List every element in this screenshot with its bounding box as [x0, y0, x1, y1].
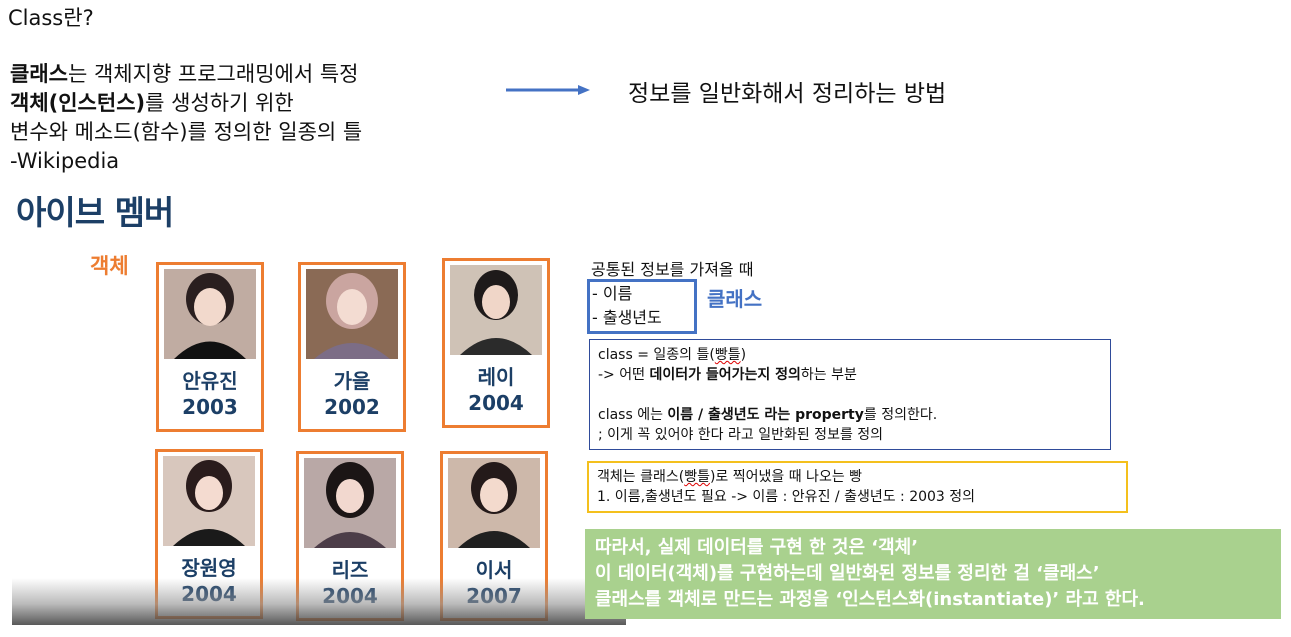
- def-line1: 는 객체지향 프로그래밍에서 특정: [67, 62, 359, 86]
- member-card: 가을 2002: [298, 262, 406, 432]
- class-properties-box: - 이름 - 출생년도: [587, 279, 697, 334]
- class-label: 클래스: [707, 287, 763, 311]
- box1-text: class 에는: [598, 407, 668, 423]
- class-item-name: - 이름: [592, 284, 633, 303]
- box2-text: )로 찍어냈을 때 나오는 빵: [709, 469, 863, 485]
- member-name: 레이: [477, 365, 515, 389]
- member-name: 장원영: [181, 556, 237, 580]
- bottom-shade: [12, 578, 626, 625]
- box1-text: -> 어떤: [598, 367, 650, 383]
- conclusion-line: 이 데이터(객체)를 구현하는데 일반화된 정보를 정리한 걸 ‘클래스’: [595, 563, 1100, 584]
- member-name: 가을: [333, 369, 371, 393]
- arrow-right-icon: [506, 85, 590, 95]
- common-info-text: 공통된 정보를 가져올 때: [591, 260, 754, 279]
- box1-text: 를 정의한다.: [863, 407, 938, 423]
- conclusion-line: 클래스를 객체로 만드는 과정을 ‘인스턴스화(instantiate)’ 라고…: [595, 589, 1145, 610]
- object-label: 객체: [90, 254, 129, 278]
- def-line3: 변수와 메소드(함수)를 정의한 일종의 틀: [10, 120, 363, 144]
- member-photo: [163, 456, 255, 546]
- box1-text: ; 이게 꼭 있어야 한다 라고 일반화된 정보를 정의: [598, 427, 884, 443]
- box2-text: 빵틀: [684, 469, 710, 485]
- slide-title: Class란?: [8, 6, 94, 30]
- def-line2: 를 생성하기 위한: [145, 91, 294, 115]
- member-photo: [448, 458, 540, 548]
- summary-text: 정보를 일반화해서 정리하는 방법: [628, 81, 947, 107]
- member-photo: [164, 269, 256, 359]
- members-title: 아이브 멤버: [16, 193, 174, 232]
- conclusion-box: 따라서, 실제 데이터를 구현 한 것은 ‘객체’ 이 데이터(객체)를 구현하…: [585, 529, 1281, 619]
- member-photo: [306, 269, 398, 359]
- member-year: 2003: [182, 395, 238, 419]
- box1-bold: 이름 / 출생년도 라는 property: [667, 407, 864, 423]
- member-name: 안유진: [182, 369, 238, 393]
- object-explanation-box: 객체는 클래스(빵틀)로 찍어냈을 때 나오는 빵 1. 이름,출생년도 필요 …: [587, 461, 1128, 513]
- box1-text: 하는 부분: [800, 367, 857, 383]
- box2-text: 1. 이름,출생년도 필요 -> 이름 : 안유진 / 출생년도 : 2003 …: [597, 489, 976, 505]
- class-definition: 클래스는 객체지향 프로그래밍에서 특정 객체(인스턴스)를 생성하기 위한 변…: [10, 60, 362, 176]
- def-bold-object: 객체(인스턴스): [10, 91, 146, 115]
- def-source: -Wikipedia: [10, 149, 120, 173]
- box1-text: class = 일종의 틀(: [598, 347, 715, 363]
- member-year: 2004: [468, 391, 524, 415]
- member-year: 2002: [324, 395, 380, 419]
- box1-bold: 데이터가 들어가는지 정의: [649, 367, 801, 383]
- member-photo: [450, 265, 542, 355]
- box1-text: 빵틀: [714, 347, 741, 363]
- conclusion-line: 따라서, 실제 데이터를 구현 한 것은 ‘객체’: [595, 537, 919, 558]
- class-item-birthyear: - 출생년도: [592, 308, 662, 327]
- member-photo: [304, 458, 396, 548]
- box2-text: 객체는 클래스(: [597, 469, 685, 485]
- box1-text: ): [740, 347, 747, 363]
- member-card: 레이 2004: [442, 258, 550, 428]
- member-card: 안유진 2003: [156, 262, 264, 432]
- class-explanation-box: class = 일종의 틀(빵틀) -> 어떤 데이터가 들어가는지 정의하는 …: [589, 339, 1111, 450]
- def-bold-class: 클래스: [10, 62, 68, 86]
